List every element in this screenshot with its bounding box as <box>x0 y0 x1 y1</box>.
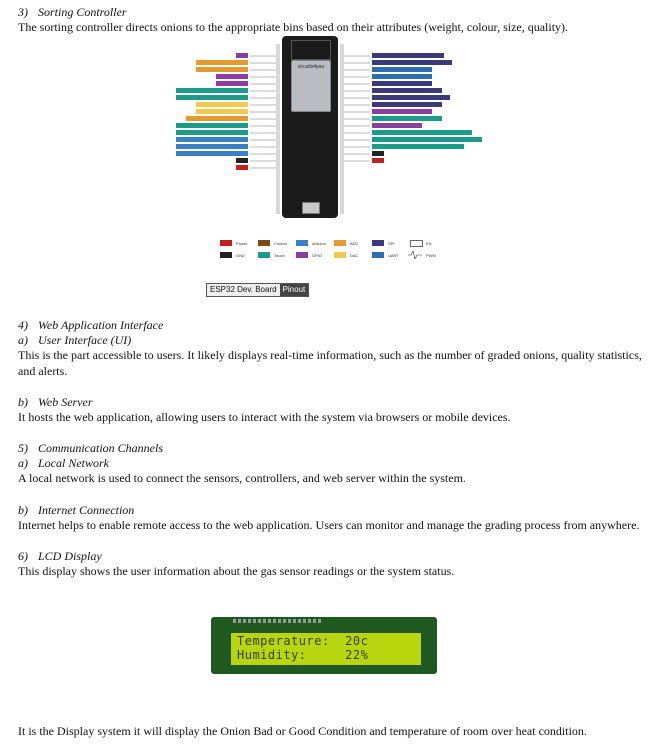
heading-local-network: a)Local Network <box>18 456 109 470</box>
lcd-module-image: Temperature: 20c Humidity: 22% <box>211 617 437 674</box>
lcd-screen: Temperature: 20c Humidity: 22% <box>229 631 423 667</box>
usb-port <box>302 202 320 214</box>
legend-swatch <box>220 240 232 246</box>
legend-swatch <box>372 240 384 246</box>
esp32-module-shield: circuits4you <box>291 60 331 112</box>
heading-lcd-display: 6)LCD Display <box>18 549 102 563</box>
heading-sorting-controller: 3)Sorting Controller <box>18 5 127 19</box>
pinout-legend: Power Control Arduino ADC SPI EN GND Tou… <box>220 238 450 268</box>
board-header-pins <box>276 44 344 214</box>
pwm-wave-icon <box>408 251 422 259</box>
board-antenna <box>291 40 331 60</box>
paragraph-local-network: A local network is used to connect the s… <box>18 471 466 485</box>
legend-swatch <box>258 252 270 258</box>
left-pin-wires <box>250 55 280 169</box>
legend-swatch <box>258 240 270 246</box>
lcd-header-pins <box>233 619 323 623</box>
paragraph-user-interface: This is the part accessible to users. It… <box>18 348 642 378</box>
heading-internet-connection: b)Internet Connection <box>18 503 135 517</box>
heading-web-server: b)Web Server <box>18 395 93 409</box>
heading-web-application-interface: 4)Web Application Interface <box>18 318 164 332</box>
legend-swatch <box>372 252 384 258</box>
lcd-line-2: Humidity: 22% <box>237 648 369 662</box>
paragraph-closing: It is the Display system it will display… <box>18 724 587 738</box>
right-pin-labels <box>372 53 482 163</box>
lcd-line-1: Temperature: 20c <box>237 634 369 648</box>
heading-communication-channels: 5)Communication Channels <box>18 441 163 455</box>
paragraph-web-server: It hosts the web application, allowing u… <box>18 410 511 424</box>
pinout-diagram <box>176 44 482 214</box>
legend-swatch <box>220 252 232 258</box>
paragraph-sorting-controller: The sorting controller directs onions to… <box>18 20 569 34</box>
esp32-board: circuits4you <box>282 36 338 218</box>
paragraph-lcd-display: This display shows the user information … <box>18 564 455 578</box>
legend-swatch <box>410 240 423 247</box>
legend-swatch <box>296 252 308 258</box>
legend-swatch <box>334 240 346 246</box>
legend-swatch <box>334 252 346 258</box>
heading-user-interface: a)User Interface (UI) <box>18 333 132 347</box>
right-pin-wires <box>340 55 370 162</box>
paragraph-internet-connection: Internet helps to enable remote access t… <box>18 518 640 532</box>
legend-swatch <box>296 240 308 246</box>
left-pin-labels <box>176 53 248 170</box>
